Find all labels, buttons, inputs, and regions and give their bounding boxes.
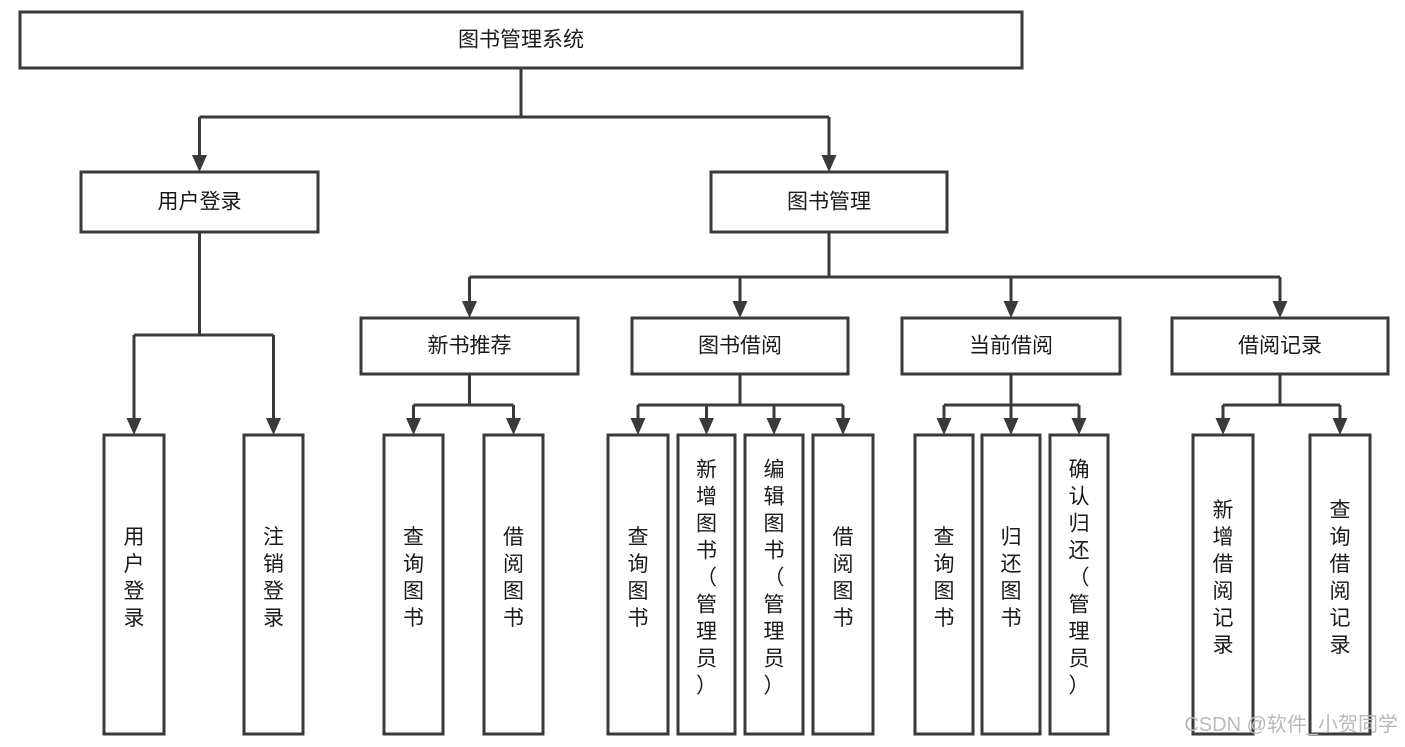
node-leaf-归还图书-9[interactable]: 归还图书 — [980, 433, 1042, 736]
node-level2-图书管理-1[interactable]: 图书管理 — [709, 170, 949, 234]
arrow-head-icon-root-1 — [821, 155, 837, 172]
arrow-head-icon-user-login-1 — [266, 418, 281, 435]
node-box[interactable] — [900, 316, 1122, 376]
node-label: 归还图书 — [1001, 526, 1022, 630]
node-box[interactable] — [913, 433, 975, 736]
node-label: 查询图书 — [628, 526, 649, 630]
node-label: 注销登录 — [263, 526, 284, 630]
arrow-head-icon-book-mgmt-2 — [1003, 301, 1019, 318]
node-leaf-编辑图书管理员-6[interactable]: 编辑图书（管理员） — [743, 433, 805, 736]
node-layer: 图书管理系统用户登录图书管理新书推荐图书借阅当前借阅借阅记录用户登录注销登录查询… — [18, 10, 1390, 736]
node-label: 用户登录 — [124, 526, 145, 630]
node-box[interactable] — [382, 433, 445, 736]
node-label: 借阅图书 — [833, 526, 854, 630]
node-level3-当前借阅-2[interactable]: 当前借阅 — [900, 316, 1122, 376]
node-leaf-借阅图书-3[interactable]: 借阅图书 — [482, 433, 545, 736]
node-label: 新增图书（管理员） — [696, 459, 717, 698]
node-leaf-查询图书-4[interactable]: 查询图书 — [606, 433, 670, 736]
arrow-head-icon-record-0 — [1215, 418, 1231, 435]
node-label: 新增借阅记录 — [1213, 499, 1234, 657]
watermark-label: CSDN @软件_小贺同学 — [1184, 713, 1398, 736]
arrow-head-icon-book-mgmt-0 — [462, 301, 477, 318]
arrow-head-icon-borrow-2 — [766, 418, 782, 435]
node-label: 确认归还（管理员） — [1069, 459, 1090, 698]
node-box[interactable] — [242, 433, 305, 736]
node-label: 当前借阅 — [969, 335, 1053, 358]
node-label: 图书借阅 — [698, 335, 782, 358]
node-box[interactable] — [1191, 433, 1255, 736]
arrow-head-icon-borrow-3 — [835, 418, 851, 435]
node-box[interactable] — [359, 316, 580, 376]
arrow-head-icon-user-login-0 — [126, 418, 142, 435]
node-box[interactable] — [676, 433, 737, 736]
node-label: 借阅图书 — [503, 526, 524, 630]
node-root-图书管理系统[interactable]: 图书管理系统 — [18, 10, 1024, 70]
arrow-head-icon-book-mgmt-3 — [1272, 301, 1288, 318]
node-box[interactable] — [1308, 433, 1372, 736]
node-label: 查询图书 — [934, 526, 955, 630]
node-leaf-查询图书-2[interactable]: 查询图书 — [382, 433, 445, 736]
node-leaf-新增借阅记录-11[interactable]: 新增借阅记录 — [1191, 433, 1255, 736]
node-label: 借阅记录 — [1238, 335, 1322, 358]
arrow-head-icon-current-1 — [1003, 418, 1019, 435]
node-leaf-借阅图书-7[interactable]: 借阅图书 — [811, 433, 875, 736]
node-box[interactable] — [811, 433, 875, 736]
arrow-head-icon-root-0 — [192, 155, 207, 172]
node-level3-借阅记录-3[interactable]: 借阅记录 — [1170, 316, 1390, 376]
node-leaf-查询借阅记录-12[interactable]: 查询借阅记录 — [1308, 433, 1372, 736]
node-level2-用户登录-0[interactable]: 用户登录 — [79, 170, 320, 234]
node-box[interactable] — [1048, 433, 1110, 736]
node-box[interactable] — [743, 433, 805, 736]
node-label: 新书推荐 — [428, 335, 512, 358]
arrow-head-icon-current-0 — [936, 418, 952, 435]
node-leaf-注销登录-1[interactable]: 注销登录 — [242, 433, 305, 736]
node-leaf-查询图书-8[interactable]: 查询图书 — [913, 433, 975, 736]
node-box[interactable] — [482, 433, 545, 736]
node-label: 图书管理系统 — [458, 29, 584, 52]
node-box[interactable] — [18, 10, 1024, 70]
node-box[interactable] — [102, 433, 166, 736]
arrow-head-icon-new-book-1 — [506, 418, 521, 435]
arrow-head-icon-book-mgmt-1 — [732, 301, 748, 318]
connector-layer — [126, 68, 1348, 435]
arrow-head-icon-borrow-0 — [630, 418, 646, 435]
node-box[interactable] — [709, 170, 949, 234]
node-box[interactable] — [630, 316, 850, 376]
node-box[interactable] — [79, 170, 320, 234]
node-label: 编辑图书（管理员） — [764, 459, 785, 698]
watermark-layer: CSDN @软件_小贺同学 — [1184, 713, 1398, 736]
node-box[interactable] — [980, 433, 1042, 736]
node-label: 图书管理 — [787, 191, 871, 214]
arrow-head-icon-new-book-0 — [406, 418, 421, 435]
node-label: 用户登录 — [158, 191, 242, 214]
arrow-head-icon-borrow-1 — [699, 418, 714, 435]
node-level3-新书推荐-0[interactable]: 新书推荐 — [359, 316, 580, 376]
node-leaf-确认归还管理员-10[interactable]: 确认归还（管理员） — [1048, 433, 1110, 736]
node-leaf-新增图书管理员-5[interactable]: 新增图书（管理员） — [676, 433, 737, 736]
arrow-head-icon-current-2 — [1071, 418, 1087, 435]
node-box[interactable] — [1170, 316, 1390, 376]
node-box[interactable] — [606, 433, 670, 736]
node-level3-图书借阅-1[interactable]: 图书借阅 — [630, 316, 850, 376]
node-label: 查询图书 — [403, 526, 424, 630]
arrow-head-icon-record-1 — [1332, 418, 1348, 435]
node-label: 查询借阅记录 — [1330, 499, 1351, 657]
node-leaf-用户登录-0[interactable]: 用户登录 — [102, 433, 166, 736]
